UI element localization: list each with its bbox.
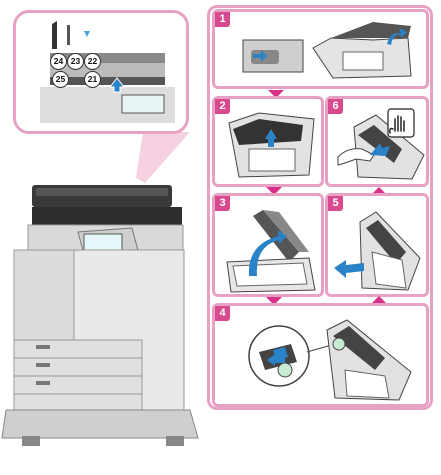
step-4-illustration: [248, 319, 412, 401]
step-3-number: 3: [215, 196, 230, 211]
step-5-number: 5: [328, 196, 343, 211]
hand-stop-icon: [387, 108, 415, 138]
flow-arrow-down-icon: [268, 90, 284, 98]
badge-23: 23: [67, 53, 84, 70]
step-6-number: 6: [328, 99, 343, 114]
blue-arrow-icon: [108, 77, 126, 93]
step-6-illustration: [337, 108, 425, 180]
flow-arrow-down-icon: [266, 187, 282, 195]
badge-24: 24: [50, 53, 67, 70]
flow-arrow-up-icon: [371, 296, 387, 304]
step-3-panel: 3: [212, 193, 324, 297]
badge-21: 21: [84, 71, 101, 88]
step-1-illustration: [242, 22, 412, 79]
badge-25: 25: [52, 71, 69, 88]
step-1-number: 1: [215, 12, 230, 27]
badge-22: 22: [84, 53, 101, 70]
step-2-number: 2: [215, 99, 230, 114]
step-5-panel: 5: [325, 193, 429, 297]
step-1-panel: 1: [212, 9, 429, 89]
step-2-panel: 2: [212, 96, 324, 187]
step-2-illustration: [228, 112, 315, 178]
step-4-panel: 4: [212, 303, 429, 407]
zoom-detail-illustration: [40, 21, 175, 123]
flow-arrow-up-icon: [371, 187, 387, 195]
step-5-illustration: [334, 211, 421, 291]
flow-arrow-down-icon: [266, 297, 282, 305]
step-3-illustration: [226, 210, 316, 293]
step-4-number: 4: [215, 306, 230, 321]
step-6-panel: 6: [325, 96, 429, 187]
zoom-detail-panel: 24 23 22 25 21: [13, 10, 189, 134]
